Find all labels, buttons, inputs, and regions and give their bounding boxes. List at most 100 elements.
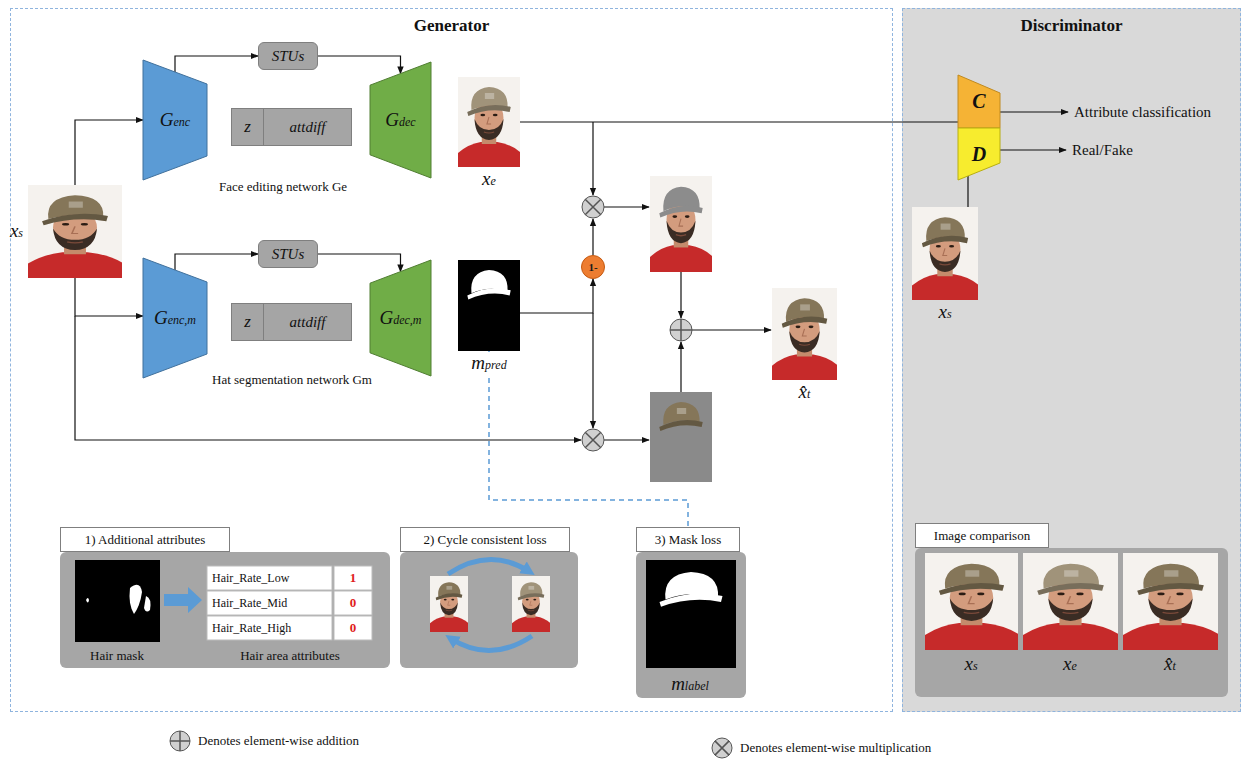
predicted-mask: mpred (458, 260, 520, 351)
image-caption: xs (964, 653, 977, 675)
label-anchor: Hair_Rate_Low (212, 571, 289, 586)
label-anchor: Hair area attributes (240, 648, 340, 664)
label-anchor: 0 (350, 595, 357, 611)
cycle-face-picture (512, 576, 550, 632)
connector-arrow (318, 56, 401, 74)
cycle-loss-panel: 2) Cycle consistent loss (400, 527, 578, 668)
label-anchor: Attribute classification (1074, 104, 1211, 121)
latent-box: zattdiff (231, 303, 352, 341)
table-cell: Hair_Rate_Low (212, 571, 289, 586)
label-mask-picture (646, 560, 736, 668)
comparison-picture (925, 553, 1018, 650)
addition-symbol (168, 729, 192, 753)
stu-box: STUs (258, 240, 318, 268)
connector-arrow (175, 254, 258, 270)
table-caption: Hair area attributes (240, 648, 340, 664)
addition-symbol (670, 319, 692, 341)
symbol-cross (170, 731, 190, 751)
node-label: STUs (272, 246, 305, 263)
label-anchor: Hair_Rate_Mid (212, 596, 287, 611)
conversion-arrow (164, 587, 202, 613)
legend-entry: Denotes element-wise multiplication (710, 736, 931, 760)
image-caption: x̂t (797, 381, 813, 403)
legend-text: Denotes element-wise addition (198, 733, 359, 749)
node-label: Genc (160, 109, 190, 131)
label-anchor: xe (1063, 653, 1077, 675)
table-value: 0 (350, 595, 357, 611)
panel-title: Discriminator (903, 16, 1240, 36)
output-face-picture (772, 288, 837, 380)
panel-heading: Image comparison (915, 523, 1049, 548)
output-image: x̂t (772, 288, 837, 380)
node-label: z (232, 109, 264, 145)
trapezoid-shape (143, 258, 207, 378)
table-value: 0 (350, 620, 357, 636)
multiply-symbol (582, 196, 604, 218)
wire (680, 272, 681, 318)
image-caption: mpred (469, 352, 508, 374)
node-label: 1- (588, 261, 597, 273)
image-caption: Hair mask (90, 648, 144, 664)
predicted-mask-picture (458, 260, 520, 351)
legend-text: Denotes element-wise multiplication (740, 740, 931, 756)
node-label: attdiff (264, 109, 351, 145)
node-label: Gdec (385, 109, 415, 131)
symbol-circle (170, 731, 190, 751)
trapezoid-shape (958, 75, 1000, 128)
decoder-trapezoid: Gdec,m (370, 260, 431, 376)
stu-box: STUs (258, 42, 318, 70)
wire (592, 122, 593, 195)
image-caption: mlabel (671, 673, 709, 695)
wire (1000, 149, 1066, 150)
mask-loss-link (489, 351, 688, 527)
table-cell: Hair_Rate_Mid (212, 596, 287, 611)
comparison-picture (1023, 553, 1118, 650)
image-caption: xe (480, 168, 498, 190)
image-caption: xs (8, 220, 25, 242)
label-anchor: xs (964, 653, 977, 675)
trapezoid-shape (958, 128, 1000, 180)
panel-heading: 2) Cycle consistent loss (400, 527, 570, 552)
panel-ground (915, 548, 1228, 697)
network-caption: Hat segmentation network Gm (212, 372, 372, 388)
node-label: STUs (272, 48, 305, 65)
generator-panel: STUsGenczattdiffGdecxexsSTUsGenc,mzattdi… (10, 8, 893, 712)
invert-circle: 1- (581, 255, 605, 279)
image-caption: xe (1063, 653, 1077, 675)
panel-heading: 3) Mask loss (636, 527, 740, 552)
label-anchor: Hair_Rate_High (212, 621, 291, 636)
panel-ground (636, 552, 746, 698)
label-anchor: Face editing network Ge (219, 179, 347, 195)
edited-image: xe (458, 77, 520, 167)
discriminator-head: D (958, 128, 1000, 180)
classifier-head: C (958, 75, 1000, 128)
source-image: xs (28, 185, 122, 278)
multiply-symbol (710, 736, 734, 760)
cycle-arrow (448, 559, 530, 574)
node-label: attdiff (264, 304, 351, 340)
wire (692, 329, 771, 330)
network-caption: Face editing network Ge (219, 179, 347, 195)
label-anchor: 0 (350, 620, 357, 636)
node-label: z (232, 304, 264, 340)
source-image: xs (912, 207, 978, 300)
source-face-picture (28, 185, 122, 278)
cycle-face-picture (430, 576, 468, 632)
label-anchor: Real/Fake (1072, 142, 1133, 159)
connector-arrow (967, 176, 968, 207)
masked-face-picture (650, 176, 712, 272)
wire (592, 219, 593, 255)
label-anchor: mlabel (671, 673, 709, 695)
connector-arrow (75, 278, 143, 316)
wire (1000, 111, 1068, 112)
cycle-arrow (450, 636, 532, 651)
wire (604, 439, 649, 440)
wire (680, 342, 681, 392)
encoder-trapezoid: Genc,m (143, 258, 207, 378)
decoder-trapezoid: Gdec (370, 62, 431, 178)
label-anchor: x̂t (1164, 653, 1176, 675)
label-anchor: Hat segmentation network Gm (212, 372, 372, 388)
discriminator-ground (902, 8, 1241, 712)
connector-arrow (318, 254, 401, 272)
